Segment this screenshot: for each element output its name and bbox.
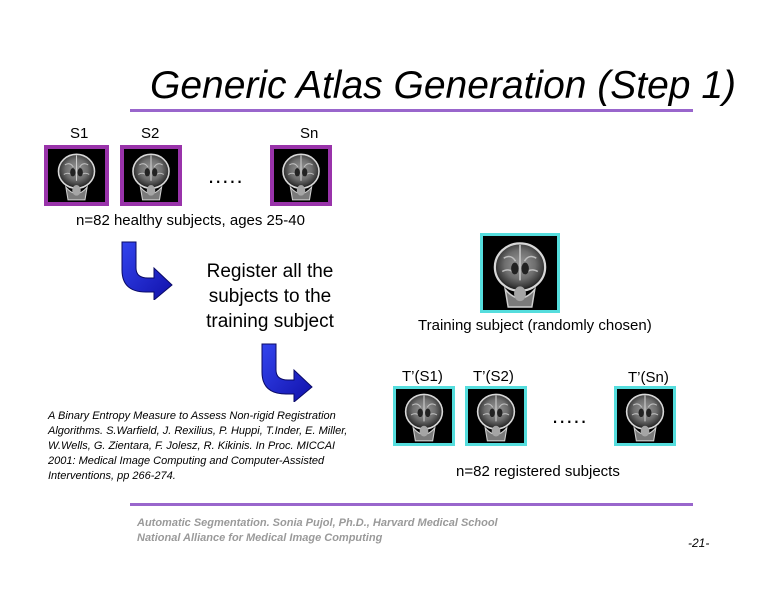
registered-caption: n=82 registered subjects (456, 463, 620, 480)
reference-line: Interventions, pp 266-274. (48, 470, 176, 482)
footer-rule (130, 503, 693, 506)
footer-line: Automatic Segmentation. Sonia Pujol, Ph.… (137, 517, 498, 529)
subjects-caption: n=82 healthy subjects, ages 25-40 (76, 212, 305, 229)
reference-line: 2001: Medical Image Computing and Comput… (48, 455, 325, 467)
subject-label-sn: Sn (300, 125, 319, 142)
subject-label-s2: S2 (141, 125, 160, 142)
registered-image-s1 (393, 386, 455, 446)
reference-line: A Binary Entropy Measure to Assess Non-r… (48, 410, 336, 422)
training-subject-image (480, 233, 560, 313)
registered-label-s1: T’(S1) (402, 368, 443, 385)
step-text-line-1: Register all the (206, 261, 334, 282)
brain-mri-image (48, 149, 105, 202)
subject-label-s1: S1 (70, 125, 89, 142)
subject-image-sn (270, 145, 332, 206)
brain-mri-image (274, 149, 328, 202)
curved-arrow-icon (121, 241, 173, 300)
step-text-line-3: training subject (206, 311, 334, 332)
training-caption: Training subject (randomly chosen) (418, 317, 652, 334)
slide-title: Generic Atlas Generation (Step 1) (150, 64, 737, 107)
registered-label-sn: T’(Sn) (628, 369, 669, 386)
reference-line: W.Wells, G. Zientara, F. Jolesz, R. Kiki… (48, 440, 336, 452)
subject-ellipsis: ..... (208, 163, 244, 188)
registered-ellipsis: ..... (552, 403, 588, 428)
curved-arrow-icon (261, 343, 313, 402)
brain-mri-image (124, 149, 178, 202)
registered-image-s2 (465, 386, 527, 446)
reference-line: Algorithms. S.Warfield, J. Rexilius, P. … (48, 425, 348, 437)
registration-step-text: Register all the subjects to the trainin… (195, 259, 345, 334)
registered-image-sn (614, 386, 676, 446)
title-underline (130, 109, 693, 112)
reference-citation: A Binary Entropy Measure to Assess Non-r… (48, 409, 378, 484)
page-number: -21- (688, 536, 710, 550)
registered-label-s2: T’(S2) (473, 368, 514, 385)
subject-image-s1 (44, 145, 109, 206)
footer-text: Automatic Segmentation. Sonia Pujol, Ph.… (137, 516, 498, 546)
step-text-line-2: subjects to the (208, 286, 332, 307)
brain-mri-image (468, 389, 524, 443)
footer-line: National Alliance for Medical Image Comp… (137, 532, 383, 544)
brain-mri-image (396, 389, 452, 443)
brain-mri-image (483, 236, 557, 310)
subject-image-s2 (120, 145, 182, 206)
brain-mri-image (617, 389, 673, 443)
